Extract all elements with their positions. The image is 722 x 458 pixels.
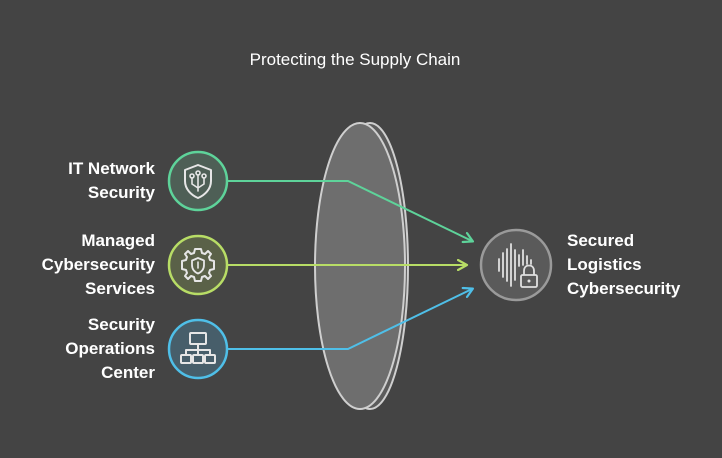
connector-it-network (228, 180, 472, 241)
soundwave-lock-icon (479, 228, 553, 302)
diagram-title: Protecting the Supply Chain (249, 50, 461, 69)
shield-circuit-icon (167, 150, 229, 212)
input-label-it-network-security: IT Network Security (68, 159, 155, 202)
network-icon (167, 318, 229, 380)
connector-security-operations (228, 289, 472, 350)
gear-shield-icon (167, 234, 229, 296)
input-label-managed-cybersecurity: Managed Cybersecurity Services (41, 231, 155, 298)
output-label-secured-logistics: Secured Logistics Cybersecurity (567, 231, 681, 298)
input-label-security-operations: Security Operations Center (65, 315, 155, 382)
